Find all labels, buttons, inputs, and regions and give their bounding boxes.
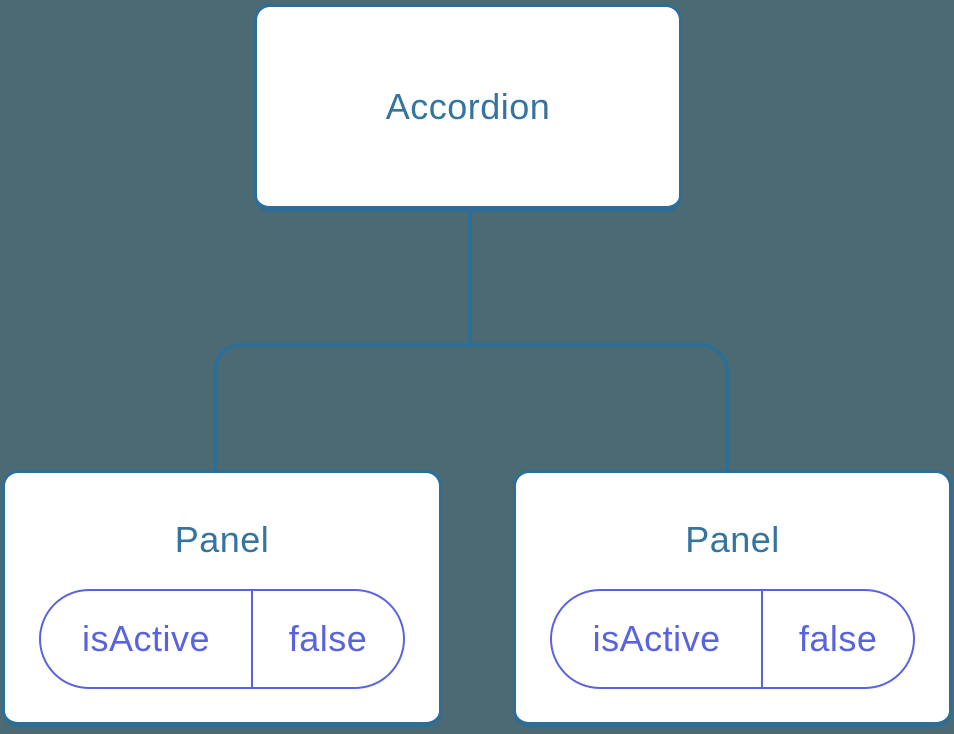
panel-2-state-pill: isActive false [550, 589, 915, 689]
panel-node-1: Panel isActive false [2, 470, 442, 727]
panel-2-state-value: false [798, 618, 878, 659]
accordion-node-label: Accordion [385, 85, 551, 127]
panel-1-state-pill: isActive false [39, 589, 405, 689]
panel-2-state-key: isActive [552, 591, 764, 687]
connector-branch-lines [213, 343, 729, 470]
panel-node-2-label: Panel [685, 519, 780, 560]
accordion-node: Accordion [254, 4, 682, 212]
panel-node-1-label: Panel [174, 519, 270, 560]
panel-1-state-key: isActive [41, 591, 253, 687]
connector-trunk-line [468, 208, 472, 345]
panel-1-state-value: false [288, 618, 368, 659]
panel-node-2: Panel isActive false [513, 470, 952, 727]
